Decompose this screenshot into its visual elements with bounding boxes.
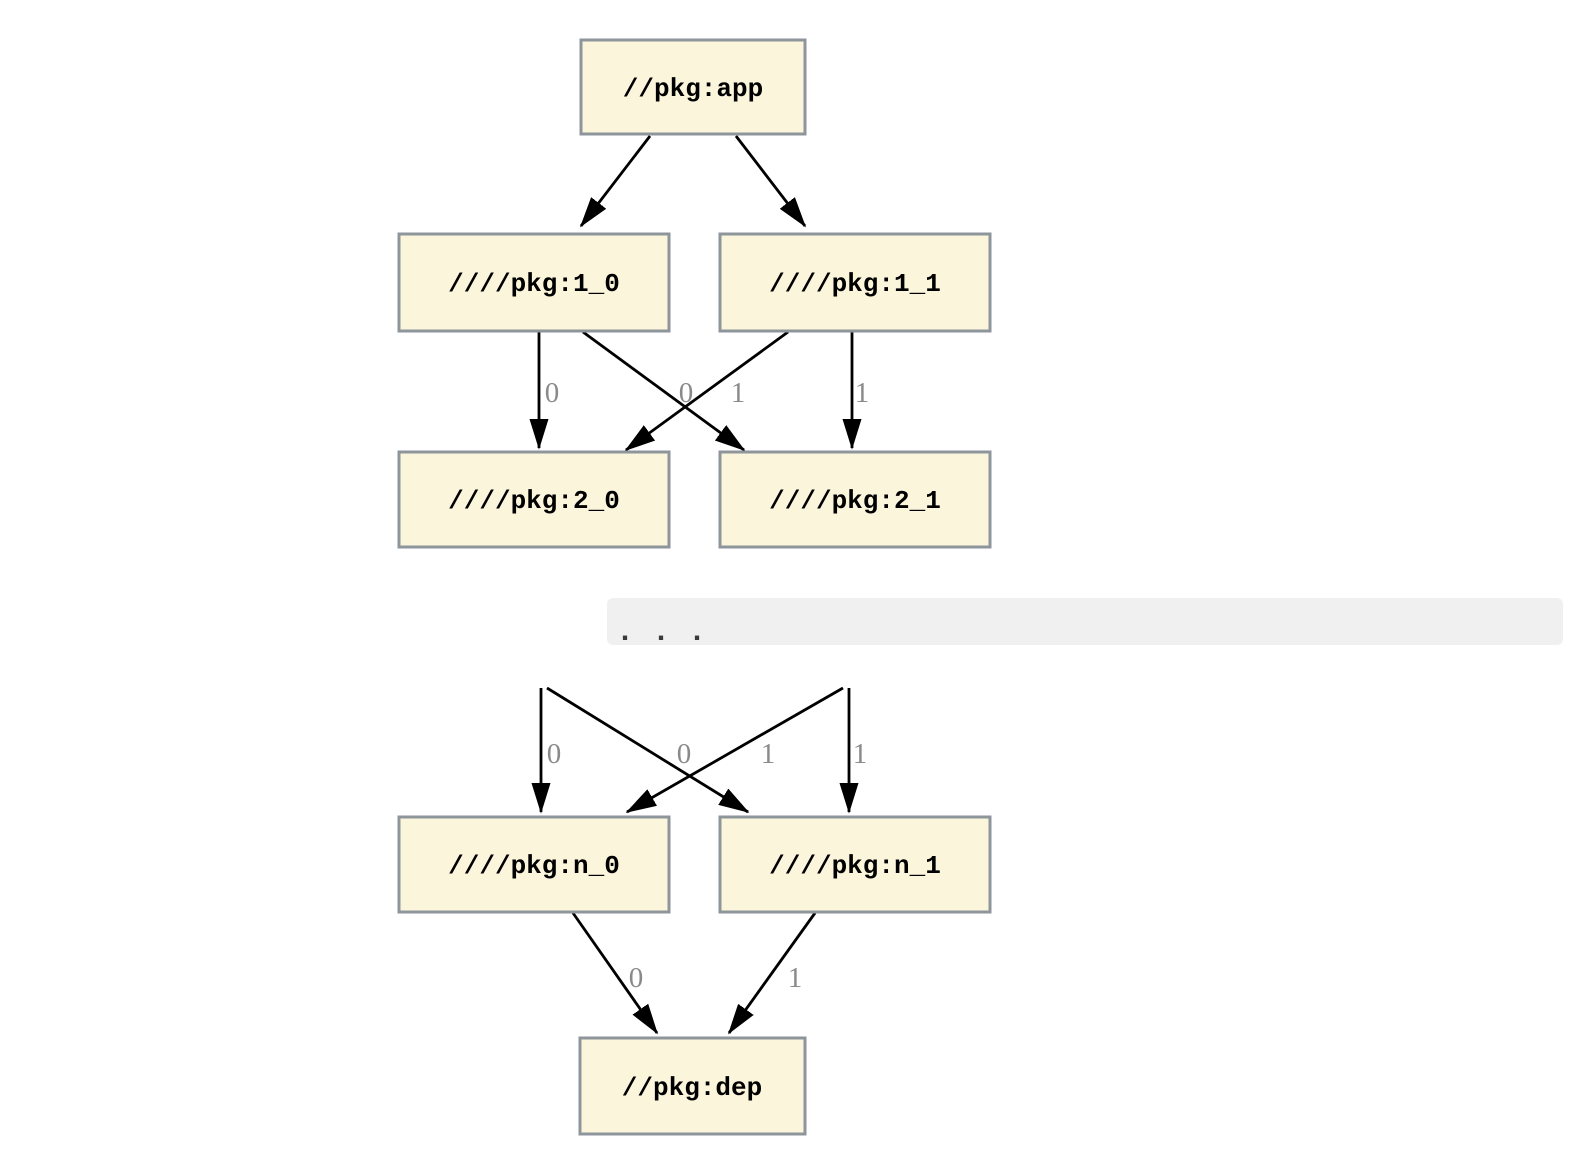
node-label: //pkg:app: [623, 74, 763, 104]
edge-label: 1: [761, 738, 776, 770]
ellipsis-band: . . .: [607, 598, 1563, 650]
edge-label: 1: [853, 738, 868, 770]
edge-1_0-to-2_0: 0: [539, 332, 559, 448]
graph-node-n_0: ////pkg:n_0: [397, 815, 671, 914]
node-label: ////pkg:2_0: [448, 486, 620, 516]
edge-n_1-to-dep: 1: [727, 912, 817, 1033]
edge-label: 1: [855, 377, 870, 409]
edge-app-to-1_0: [579, 135, 652, 226]
node-label: ////pkg:1_1: [769, 269, 941, 299]
ellipsis-text: . . .: [616, 616, 706, 650]
edge-1_0-to-2_1: 1: [582, 330, 746, 452]
graph-node-app: //pkg:app: [579, 38, 807, 136]
graph-node-2_1: ////pkg:2_1: [718, 450, 992, 549]
graph-node-1_1: ////pkg:1_1: [718, 232, 992, 333]
node-label: ////pkg:n_1: [769, 851, 941, 881]
edge-elided-to-n_1-cross: 1: [546, 686, 776, 814]
edge-label: 1: [788, 962, 803, 994]
edge-elided-to-n_1-vertical: 1: [849, 688, 867, 812]
edge-1_1-to-2_1: 1: [852, 332, 869, 448]
node-label: ////pkg:1_0: [448, 269, 620, 299]
edge-label: 0: [629, 962, 644, 994]
edge-elided-to-n_0-vertical: 0: [541, 688, 561, 812]
edge-1_1-to-2_0: 0: [626, 330, 789, 452]
edge-label: 1: [731, 377, 746, 409]
graph-node-1_0: ////pkg:1_0: [397, 232, 671, 333]
graph-node-n_1: ////pkg:n_1: [718, 815, 992, 914]
graph-node-dep: //pkg:dep: [578, 1036, 807, 1136]
edge-label: 0: [679, 377, 694, 409]
edge-app-to-1_1: [734, 135, 807, 226]
edge-n_0-to-dep: 0: [571, 912, 659, 1033]
edge-elided-to-n_0-cross: 0: [627, 686, 844, 814]
node-label: //pkg:dep: [622, 1073, 762, 1103]
graph-node-2_0: ////pkg:2_0: [397, 450, 671, 549]
edge-label: 0: [545, 377, 560, 409]
edge-label: 0: [677, 738, 692, 770]
edge-label: 0: [547, 738, 562, 770]
node-label: ////pkg:2_1: [769, 486, 941, 516]
node-label: ////pkg:n_0: [448, 851, 620, 881]
